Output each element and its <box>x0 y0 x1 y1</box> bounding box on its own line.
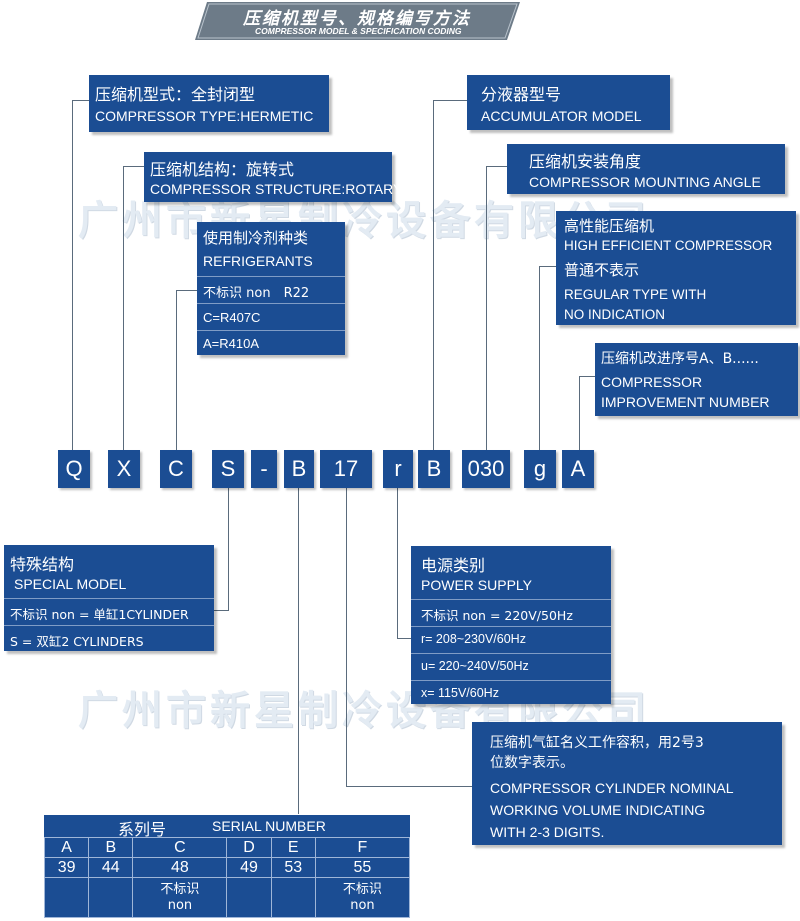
code-dash: - <box>251 450 277 488</box>
compressor-type-en: COMPRESSOR TYPE:HERMETIC <box>95 108 314 124</box>
serial-note <box>270 877 316 918</box>
special-row-double: S = 双缸2 CYLINDERS <box>10 634 144 649</box>
refrigerant-row-r22: 不标识 non R22 <box>203 286 310 301</box>
power-supply-zh: 电源类别 <box>421 556 486 575</box>
refrigerant-en: REFRIGERANTS <box>203 253 313 269</box>
serial-note <box>226 877 272 918</box>
header-title-en: COMPRESSOR MODEL & SPECIFICATION CODING <box>255 26 462 36</box>
serial-value: 49 <box>226 857 272 878</box>
cylinder-volume-en-c: WITH 2-3 DIGITS. <box>490 824 605 840</box>
special-model-en: SPECIAL MODEL <box>14 576 127 592</box>
regular-type-zh: 普通不表示 <box>564 261 640 279</box>
serial-note: 不标识 non <box>132 877 228 918</box>
power-row-u: u= 220~240V/50Hz <box>421 659 529 673</box>
serial-grid: A B C D E F 39 44 48 49 53 55 不标识 non 不标… <box>43 837 411 918</box>
improvement-zh: 压缩机改进序号A、B...... <box>601 351 759 367</box>
serial-letter: C <box>132 837 228 858</box>
watermark-top: 广州市新星制冷设备有限公司 <box>78 198 650 244</box>
compressor-type-box: 压缩机型式：全封闭型 COMPRESSOR TYPE:HERMETIC <box>89 75 329 132</box>
code-Q: Q <box>58 450 90 488</box>
improvement-box: 压缩机改进序号A、B...... COMPRESSOR IMPROVEMENT … <box>595 343 798 416</box>
cylinder-volume-en-a: COMPRESSOR CYLINDER NOMINAL <box>490 780 734 796</box>
code-r: r <box>383 450 413 488</box>
cylinder-volume-en-b: WORKING VOLUME INDICATING <box>490 802 706 818</box>
compressor-structure-zh: 压缩机结构：旋转式 <box>150 160 295 179</box>
serial-letter: B <box>88 837 134 858</box>
mounting-angle-box: 压缩机安装角度 COMPRESSOR MOUNTING ANGLE <box>507 144 785 194</box>
compressor-structure-en: COMPRESSOR STRUCTURE:ROTARY <box>150 181 403 197</box>
serial-value: 39 <box>43 857 90 878</box>
improvement-en-b: IMPROVEMENT NUMBER <box>601 394 770 410</box>
code-g: g <box>524 450 556 488</box>
cylinder-volume-zh-b: 位数字表示。 <box>490 755 574 771</box>
regular-type-en-a: REGULAR TYPE WITH <box>564 287 707 302</box>
refrigerant-row-r410a: A=R410A <box>203 336 260 351</box>
cylinder-volume-box: 压缩机气缸名义工作容积，用2号3 位数字表示。 COMPRESSOR CYLIN… <box>472 722 782 845</box>
power-row-r: r= 208~230V/60Hz <box>421 632 526 646</box>
special-row-single: 不标识 non = 单缸1CYLINDER <box>10 607 189 622</box>
efficiency-zh: 高性能压缩机 <box>564 217 655 235</box>
special-model-box: 特殊结构 SPECIAL MODEL 不标识 non = 单缸1CYLINDER… <box>4 545 214 651</box>
power-supply-en: POWER SUPPLY <box>421 577 532 593</box>
serial-letter: D <box>226 837 272 858</box>
serial-title-zh: 系列号 <box>118 820 167 839</box>
serial-number-table: 系列号 SERIAL NUMBER A B C D E F 39 44 48 4… <box>43 815 411 918</box>
code-B-accumulator: B <box>418 450 450 488</box>
serial-letter: F <box>314 837 411 858</box>
serial-title-en: SERIAL NUMBER <box>212 818 326 834</box>
serial-note: 不标识 non <box>314 877 411 918</box>
accumulator-box: 分液器型号 ACCUMULATOR MODEL <box>467 75 670 130</box>
cylinder-volume-zh-a: 压缩机气缸名义工作容积，用2号3 <box>490 735 704 751</box>
serial-letter: A <box>43 837 90 858</box>
serial-value: 55 <box>314 857 411 878</box>
compressor-type-zh: 压缩机型式：全封闭型 <box>95 85 256 104</box>
header-title-zh: 压缩机型号、规格编写方法 <box>243 9 471 29</box>
header-banner: 压缩机型号、规格编写方法 COMPRESSOR MODEL & SPECIFIC… <box>195 0 525 42</box>
serial-note <box>88 877 134 918</box>
serial-value: 53 <box>270 857 316 878</box>
regular-type-en-b: NO INDICATION <box>564 307 665 322</box>
code-B-series: B <box>284 450 314 488</box>
refrigerant-row-r407c: C=R407C <box>203 310 261 325</box>
power-row-x: x= 115V/60Hz <box>421 686 499 700</box>
code-030: 030 <box>462 450 510 488</box>
efficiency-box: 高性能压缩机 HIGH EFFICIENT COMPRESSOR 普通不表示 R… <box>556 211 796 325</box>
efficiency-en: HIGH EFFICIENT COMPRESSOR <box>564 238 773 253</box>
serial-value: 48 <box>132 857 228 878</box>
improvement-en-a: COMPRESSOR <box>601 374 703 390</box>
accumulator-zh: 分液器型号 <box>481 85 562 104</box>
power-row-non: 不标识 non = 220V/50Hz <box>421 608 573 623</box>
mounting-angle-en: COMPRESSOR MOUNTING ANGLE <box>529 174 761 190</box>
refrigerant-box: 使用制冷剂种类 REFRIGERANTS 不标识 non R22 C=R407C… <box>197 222 345 355</box>
code-17: 17 <box>320 450 372 488</box>
compressor-structure-box: 压缩机结构：旋转式 COMPRESSOR STRUCTURE:ROTARY <box>144 152 402 202</box>
serial-value: 44 <box>88 857 134 878</box>
special-model-zh: 特殊结构 <box>10 555 75 574</box>
code-A: A <box>562 450 594 488</box>
accumulator-en: ACCUMULATOR MODEL <box>481 108 642 124</box>
mounting-angle-zh: 压缩机安装角度 <box>529 152 642 171</box>
power-supply-box: 电源类别 POWER SUPPLY 不标识 non = 220V/50Hz r=… <box>411 546 611 704</box>
code-X: X <box>108 450 140 488</box>
refrigerant-zh: 使用制冷剂种类 <box>203 229 309 247</box>
code-C: C <box>160 450 192 488</box>
code-S: S <box>212 450 244 488</box>
serial-letter: E <box>270 837 316 858</box>
serial-note <box>43 877 90 918</box>
